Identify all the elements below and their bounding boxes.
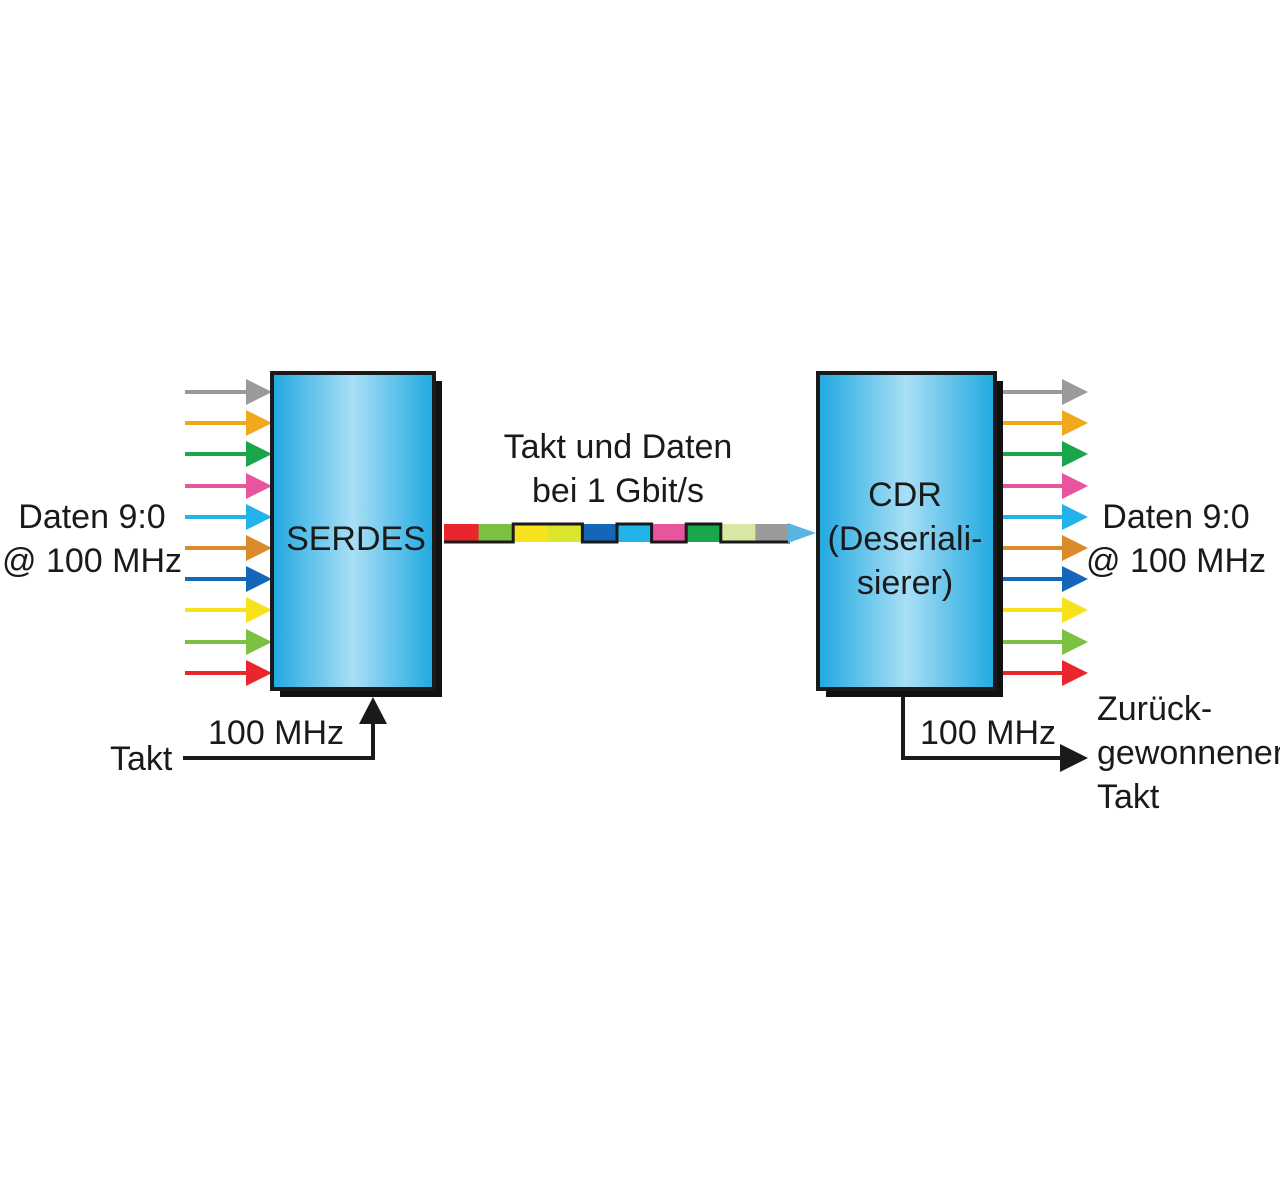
serial-bit-segment-8 (720, 524, 756, 542)
serial-bit-segment-9 (755, 524, 791, 542)
input-data-label-line1: Daten 9:0 (18, 498, 165, 536)
serial-bit-segment-2 (513, 524, 549, 542)
serial-bit-segment-5 (617, 524, 653, 542)
output-bit-arrow-4-head (1062, 504, 1088, 530)
input-bit-arrow-7 (185, 597, 272, 623)
output-bit-arrow-3 (1003, 473, 1088, 499)
input-bit-arrow-5 (185, 535, 272, 561)
input-bit-arrow-8-head (246, 629, 272, 655)
parallel-input-arrows (185, 379, 272, 686)
output-bit-arrow-1 (1003, 410, 1088, 436)
serial-bit-segment-4 (582, 524, 618, 542)
input-bit-arrow-3 (185, 473, 272, 499)
cdr-label-line1: CDR (868, 476, 942, 514)
link-label-line1: Takt und Daten (504, 428, 733, 466)
input-bit-arrow-5-head (246, 535, 272, 561)
clock-output: 100 MHz Zurück- gewonnener Takt (901, 690, 1280, 816)
recovered-clock-label-line3: Takt (1097, 778, 1160, 816)
input-bit-arrow-1 (185, 410, 272, 436)
clock-input: Takt 100 MHz (110, 697, 387, 778)
input-bit-arrow-4-head (246, 504, 272, 530)
input-bit-arrow-9 (185, 660, 272, 686)
output-bit-arrow-0-head (1062, 379, 1088, 405)
output-bit-arrow-8 (1003, 629, 1088, 655)
cdr-block: CDR (Deseriali- sierer) (816, 371, 1003, 697)
clock-output-freq: 100 MHz (920, 714, 1056, 752)
serial-bit-segment-1 (478, 524, 514, 542)
serdes-block-body (270, 371, 436, 691)
input-bit-arrow-2-head (246, 441, 272, 467)
cdr-label-line2: (Deseriali- (828, 520, 983, 558)
input-bit-arrow-4 (185, 504, 272, 530)
serdes-label: SERDES (286, 520, 426, 558)
clock-input-line (183, 722, 375, 760)
output-bit-arrow-2 (1003, 441, 1088, 467)
serial-bit-segment-0 (444, 524, 480, 542)
input-bit-arrow-2 (185, 441, 272, 467)
output-bit-arrow-6-head (1062, 566, 1088, 592)
input-data-label-line2: @ 100 MHz (2, 542, 182, 580)
serial-bit-segment-3 (547, 524, 583, 542)
clock-input-freq: 100 MHz (208, 714, 344, 752)
recovered-clock-label-line1: Zurück- (1097, 690, 1212, 728)
input-bit-arrow-8 (185, 629, 272, 655)
output-bit-arrow-1-head (1062, 410, 1088, 436)
input-bit-arrow-0 (185, 379, 272, 405)
clock-input-label: Takt (110, 740, 173, 778)
clock-output-line (901, 697, 1062, 760)
output-bit-arrow-5-head (1062, 535, 1088, 561)
clock-output-arrowhead (1060, 744, 1088, 772)
output-bit-arrow-8-head (1062, 629, 1088, 655)
serial-bit-segment-6 (651, 524, 687, 542)
serial-waveform (444, 522, 790, 544)
input-bit-arrow-7-head (246, 597, 272, 623)
output-bit-arrow-2-head (1062, 441, 1088, 467)
input-bit-arrow-6 (185, 566, 272, 592)
cdr-block-body (816, 371, 997, 691)
output-bit-arrow-6 (1003, 566, 1088, 592)
input-bit-arrow-3-head (246, 473, 272, 499)
input-bit-arrow-6-head (246, 566, 272, 592)
output-data-label-line1: Daten 9:0 (1102, 498, 1249, 536)
input-bit-arrow-9-head (246, 660, 272, 686)
input-bit-arrow-1-head (246, 410, 272, 436)
output-data-label-line2: @ 100 MHz (1086, 542, 1266, 580)
output-bit-arrow-7-head (1062, 597, 1088, 623)
output-bit-arrow-4 (1003, 504, 1088, 530)
output-bit-arrow-3-head (1062, 473, 1088, 499)
serdes-block: SERDES (270, 371, 442, 697)
output-bit-arrow-7 (1003, 597, 1088, 623)
link-label-line2: bei 1 Gbit/s (532, 472, 704, 510)
recovered-clock-label-line2: gewonnener (1097, 734, 1280, 772)
cdr-label-line3: sierer) (857, 564, 953, 602)
output-bit-arrow-5 (1003, 535, 1088, 561)
output-bit-arrow-0 (1003, 379, 1088, 405)
output-bit-arrow-9-head (1062, 660, 1088, 686)
input-bit-arrow-0-head (246, 379, 272, 405)
parallel-output-arrows (1003, 379, 1088, 686)
serial-bit-segment-7 (686, 524, 722, 542)
output-bit-arrow-9 (1003, 660, 1088, 686)
serial-link (444, 522, 816, 544)
clock-input-arrowhead (359, 697, 387, 724)
serial-link-arrowhead (788, 523, 816, 543)
